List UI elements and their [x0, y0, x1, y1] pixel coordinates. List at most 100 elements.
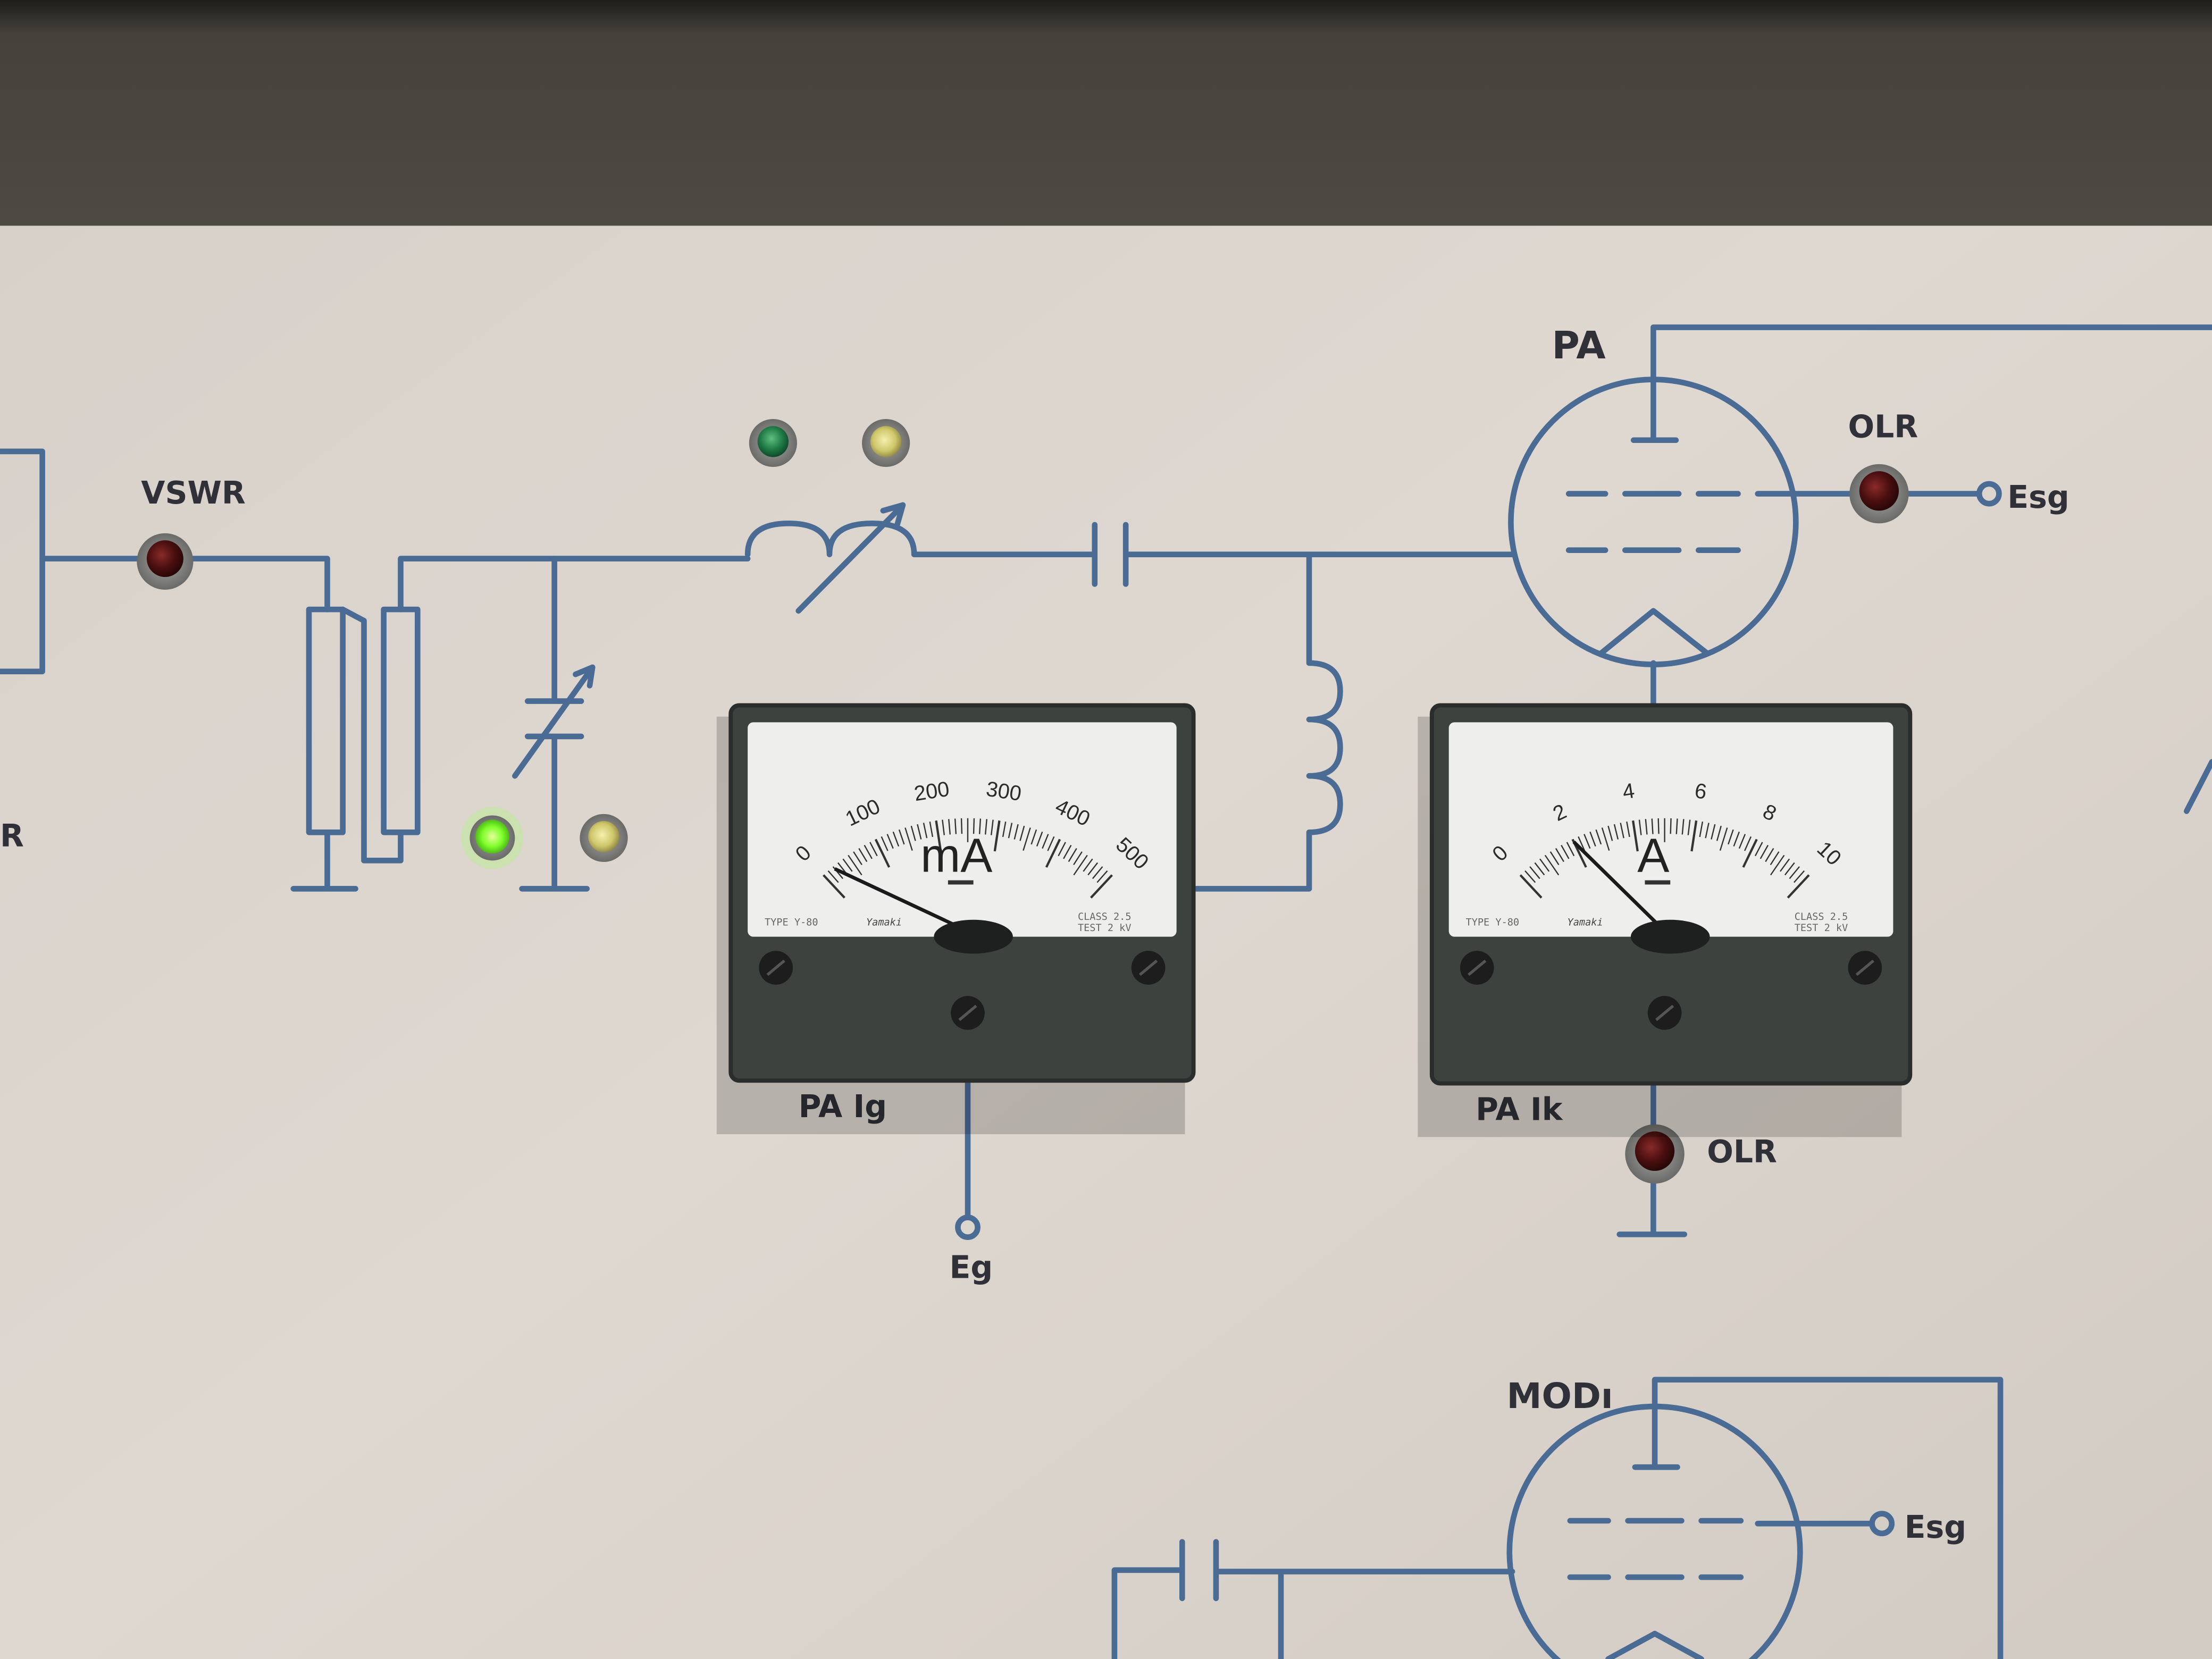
- scale-tick: [827, 870, 839, 883]
- scale-tick: [1657, 818, 1660, 834]
- scale-tick: [1675, 818, 1678, 834]
- scale-tick: [948, 819, 951, 835]
- vswr-lamp: [137, 533, 194, 590]
- scale-tick: [929, 821, 934, 837]
- olr-top-label: OLR: [1848, 408, 1918, 445]
- scale-tick: [1787, 874, 1810, 899]
- scale-tick: [1765, 848, 1774, 862]
- scale-tick: [935, 820, 942, 852]
- scale-tick: [1601, 827, 1610, 851]
- scale-tick: [874, 839, 891, 868]
- scale-tick: [1058, 842, 1066, 857]
- scale-tick: [1047, 836, 1055, 851]
- scale-tick: [1770, 851, 1780, 865]
- scale-tick: [990, 819, 994, 835]
- scale-tick: [1754, 842, 1763, 857]
- scale-tick: [904, 827, 913, 851]
- meter-type: TYPE Y-80: [765, 917, 818, 928]
- scale-tick: [1595, 829, 1602, 845]
- scale-tick: [1638, 819, 1642, 835]
- scale-tick: [1770, 854, 1785, 876]
- meter-unit: A: [1637, 829, 1669, 883]
- screw-slot: [1855, 959, 1874, 976]
- scale-tick: [1030, 829, 1037, 845]
- screw-slot: [1468, 959, 1487, 976]
- scale-tick: [1719, 827, 1728, 851]
- scale-tick: [1087, 862, 1099, 876]
- scale-tick: [1534, 862, 1545, 876]
- meter-brand: Yamaki: [866, 917, 902, 928]
- yellow-lamp-bottom: [580, 814, 628, 862]
- needle-pivot: [934, 919, 1013, 954]
- scale-tick: [984, 819, 987, 835]
- screw-slot: [1138, 959, 1158, 976]
- scale-tick: [1092, 866, 1103, 879]
- scale-tick: [910, 825, 916, 841]
- scale-tick: [1555, 848, 1564, 862]
- scale-tick: [1780, 858, 1790, 872]
- scale-tick: [1566, 842, 1575, 857]
- olr-bottom-label: OLR: [1707, 1134, 1777, 1170]
- scale-tick: [1651, 818, 1654, 834]
- meter-brand: Yamaki: [1568, 917, 1603, 928]
- scale-tick: [881, 836, 889, 851]
- scale-tick: [1561, 844, 1570, 859]
- scale-tick: [864, 844, 873, 859]
- scale-tick: [1036, 831, 1043, 847]
- scale-label: 300: [985, 777, 1023, 806]
- scale-tick: [1687, 819, 1691, 835]
- scale-tick: [1008, 823, 1013, 839]
- needle-pivot: [1630, 919, 1710, 954]
- meter-test: TEST 2 kV: [1795, 923, 1848, 934]
- scale-tick: [892, 831, 900, 847]
- scale-tick: [1699, 821, 1704, 837]
- scale-tick: [1524, 870, 1536, 883]
- left-cut-label: R: [0, 818, 24, 854]
- meter-class: CLASS 2.5: [1078, 911, 1132, 923]
- scale-tick: [1690, 820, 1698, 852]
- scale-tick: [1645, 819, 1648, 835]
- scale-tick: [1626, 821, 1630, 837]
- scale-tick: [917, 824, 922, 840]
- screw-slot: [1655, 1004, 1674, 1021]
- scale-tick: [1705, 823, 1710, 839]
- meter-class: CLASS 2.5: [1795, 911, 1848, 923]
- scale-tick: [1759, 844, 1769, 859]
- olr-top-lamp: [1849, 464, 1909, 524]
- top-cabinet-edge: [0, 0, 2212, 226]
- scale-tick: [853, 851, 862, 865]
- pa-ig-label: PA Ig: [799, 1088, 887, 1125]
- scale-tick: [923, 823, 928, 839]
- meter-type: TYPE Y-80: [1466, 917, 1520, 928]
- scale-tick: [1620, 823, 1624, 839]
- scale-tick: [1096, 870, 1108, 883]
- scale-tick: [1549, 851, 1560, 865]
- scale-tick: [1045, 839, 1061, 868]
- scale-tick: [1083, 858, 1093, 872]
- scale-label: 200: [912, 777, 951, 806]
- scale-tick: [842, 858, 853, 872]
- scale-tick: [898, 829, 905, 845]
- meter-unit: mA: [920, 829, 992, 883]
- scale-tick: [1013, 824, 1019, 840]
- esg-top-label: Esg: [2007, 479, 2069, 515]
- scale-tick: [978, 818, 982, 834]
- scale-tick: [1794, 870, 1805, 883]
- scale-tick: [869, 842, 878, 857]
- mod-label: MODı: [1506, 1375, 1613, 1417]
- meter-test: TEST 2 kV: [1078, 923, 1132, 934]
- screw-slot: [766, 959, 785, 976]
- scale-tick: [1681, 819, 1685, 835]
- scale-tick: [1784, 862, 1795, 876]
- scale-tick: [848, 854, 862, 876]
- scale-tick: [1733, 831, 1740, 847]
- scale-tick: [1090, 874, 1113, 899]
- scale-tick: [1042, 834, 1049, 849]
- vswr-label: VSWR: [141, 475, 246, 511]
- scale-tick: [858, 848, 868, 862]
- esg-bottom-label: Esg: [1905, 1509, 1966, 1545]
- pa-ik-label: PA Ik: [1476, 1092, 1563, 1128]
- scale-tick: [1544, 854, 1560, 876]
